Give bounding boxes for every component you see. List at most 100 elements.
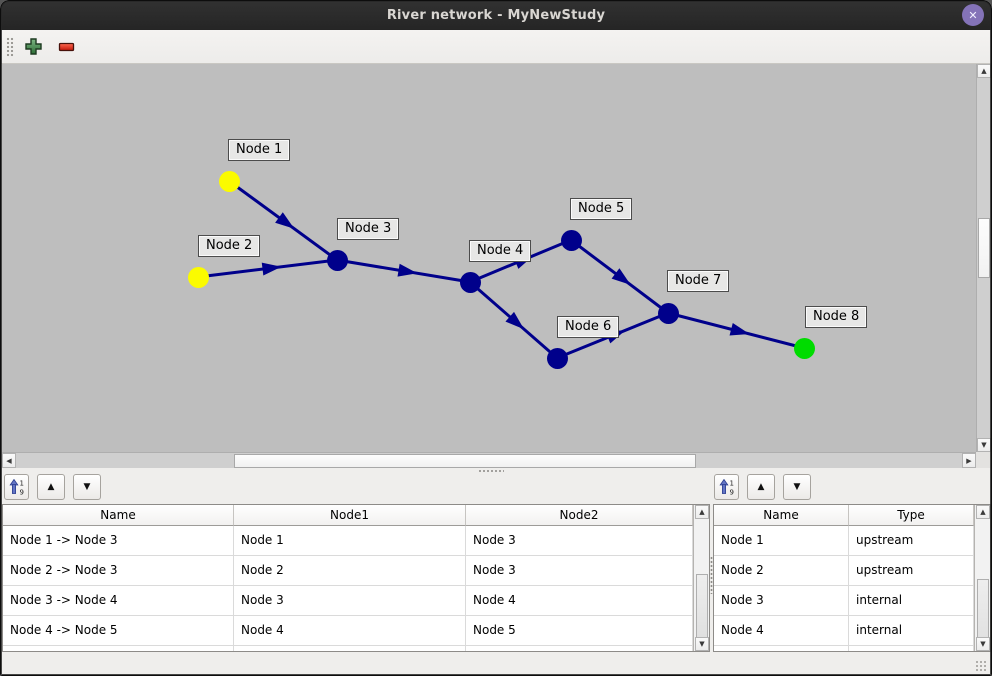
cell[interactable]: Node 5	[466, 616, 693, 646]
column-header[interactable]: Type	[849, 505, 974, 526]
nodes-table-scrollbar[interactable]: ▲ ▼	[974, 505, 990, 651]
cell[interactable]: Node 4	[234, 616, 466, 646]
column-header[interactable]: Name	[714, 505, 849, 526]
close-button[interactable]: ✕	[962, 4, 984, 26]
graph-node[interactable]	[218, 170, 240, 192]
cell[interactable]	[714, 646, 849, 651]
graph-edge[interactable]	[570, 238, 669, 315]
cell[interactable]: Node 3	[714, 586, 849, 616]
vertical-scroll-thumb[interactable]	[978, 218, 990, 278]
triangle-down-icon: ▼	[699, 640, 705, 648]
graph-edge[interactable]	[228, 179, 338, 262]
cell[interactable]: internal	[849, 616, 974, 646]
node-label: Node 8	[805, 306, 868, 328]
triangle-down-icon: ▼	[981, 441, 987, 449]
node-label: Node 5	[570, 198, 633, 220]
cell[interactable]	[466, 646, 693, 651]
splitter-grip-icon	[710, 556, 713, 594]
vertical-splitter[interactable]	[710, 504, 713, 652]
horizontal-scroll-thumb[interactable]	[234, 454, 696, 468]
status-bar	[1, 653, 991, 675]
graph-node[interactable]	[560, 229, 582, 251]
cell[interactable]: Node 2	[714, 556, 849, 586]
title-bar[interactable]: River network - MyNewStudy ✕	[0, 0, 992, 30]
canvas-vertical-scrollbar[interactable]: ▲ ▼	[976, 64, 991, 452]
graph-node[interactable]	[326, 249, 348, 271]
toolbar-drag-handle[interactable]	[6, 36, 14, 57]
edge-arrow-icon	[729, 322, 750, 336]
links-table-toolbar: 1 9 ▲ ▼	[4, 474, 101, 501]
cell[interactable]: Node 2	[234, 556, 466, 586]
table-row[interactable]	[714, 646, 990, 651]
scroll-up-button[interactable]: ▲	[976, 505, 990, 519]
cell[interactable]	[849, 646, 974, 651]
cell[interactable]: Node 1	[234, 526, 466, 556]
canvas-horizontal-scrollbar[interactable]: ◀ ▶	[2, 452, 976, 468]
graph-edge[interactable]	[197, 258, 338, 279]
links-table-scrollbar[interactable]: ▲ ▼	[693, 505, 709, 651]
sort-button[interactable]: 1 9	[714, 474, 739, 500]
graph-node[interactable]	[459, 271, 481, 293]
column-header[interactable]: Node2	[466, 505, 693, 526]
scroll-right-button[interactable]: ▶	[962, 453, 976, 468]
triangle-down-icon: ▼	[980, 640, 986, 648]
sort-button[interactable]: 1 9	[4, 474, 29, 500]
cell[interactable]: upstream	[849, 526, 974, 556]
graph-edge[interactable]	[667, 311, 805, 350]
cell[interactable]: Node 4	[714, 616, 849, 646]
move-down-button[interactable]: ▼	[73, 474, 101, 500]
column-header[interactable]: Node1	[234, 505, 466, 526]
triangle-up-icon: ▲	[980, 508, 986, 516]
scroll-down-button[interactable]: ▼	[977, 438, 991, 452]
scroll-thumb[interactable]	[696, 574, 708, 638]
scroll-down-button[interactable]: ▼	[976, 637, 990, 651]
add-button[interactable]	[20, 34, 46, 60]
table-row[interactable]	[3, 646, 709, 651]
graph-node[interactable]	[187, 266, 209, 288]
cell[interactable]: Node 4 -> Node 5	[3, 616, 234, 646]
move-up-button[interactable]: ▲	[747, 474, 775, 500]
scrollbar-corner	[976, 452, 990, 468]
scroll-up-button[interactable]: ▲	[695, 505, 709, 519]
cell[interactable]: Node 3	[466, 556, 693, 586]
scroll-down-button[interactable]: ▼	[695, 637, 709, 651]
graph-edge[interactable]	[336, 258, 471, 284]
cell[interactable]: upstream	[849, 556, 974, 586]
move-up-button[interactable]: ▲	[37, 474, 65, 500]
graph-node[interactable]	[793, 337, 815, 359]
cell[interactable]: Node 3 -> Node 4	[3, 586, 234, 616]
graph-node[interactable]	[546, 347, 568, 369]
move-down-button[interactable]: ▼	[783, 474, 811, 500]
scroll-up-button[interactable]: ▲	[977, 64, 991, 78]
cell[interactable]: Node 1 -> Node 3	[3, 526, 234, 556]
cell[interactable]: internal	[849, 586, 974, 616]
graph-node[interactable]	[657, 302, 679, 324]
column-header[interactable]: Name	[3, 505, 234, 526]
cell[interactable]: Node 3	[466, 526, 693, 556]
horizontal-splitter[interactable]	[0, 468, 992, 474]
cell[interactable]	[234, 646, 466, 651]
resize-grip[interactable]	[975, 660, 987, 672]
graph-edge[interactable]	[469, 280, 558, 360]
cell[interactable]: Node 2 -> Node 3	[3, 556, 234, 586]
triangle-down-icon: ▼	[83, 482, 91, 492]
cell[interactable]	[3, 646, 234, 651]
scroll-thumb[interactable]	[977, 579, 989, 643]
cell[interactable]: Node 3	[234, 586, 466, 616]
cell[interactable]: Node 4	[466, 586, 693, 616]
edge-arrow-icon	[397, 263, 418, 277]
remove-button[interactable]	[53, 34, 79, 60]
cell[interactable]: Node 1	[714, 526, 849, 556]
scroll-left-button[interactable]: ◀	[2, 453, 16, 468]
